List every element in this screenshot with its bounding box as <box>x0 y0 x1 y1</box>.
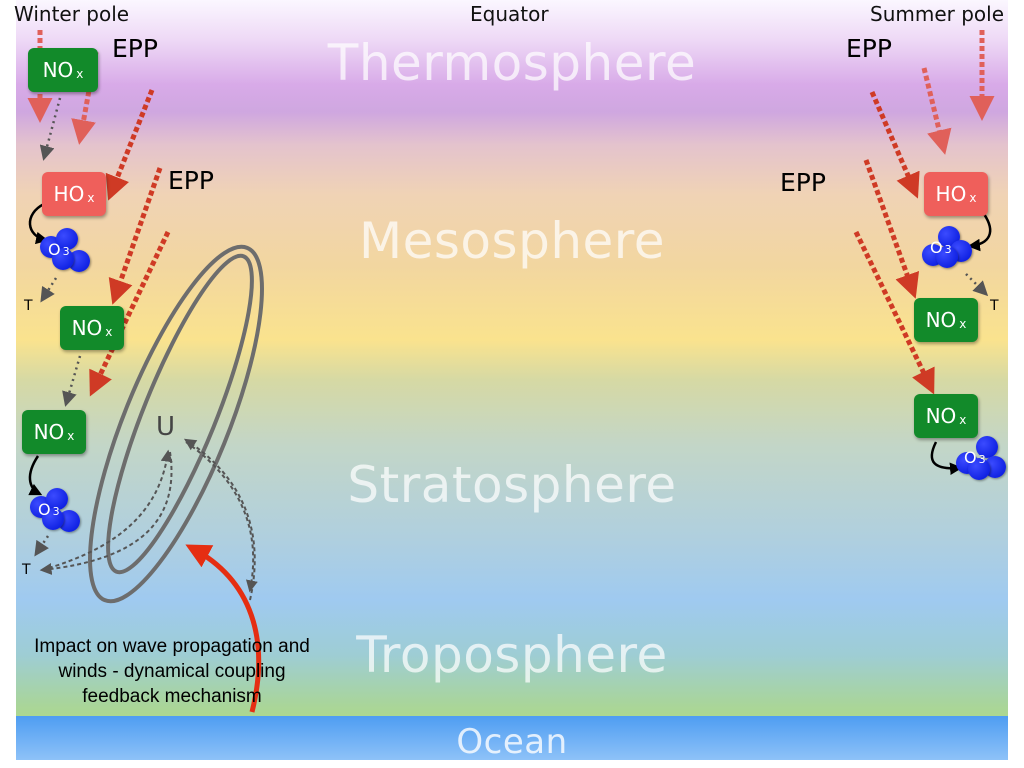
vortex-inner-ring <box>106 253 254 575</box>
epp-label-winter-lower: EPP <box>168 166 214 195</box>
summer-hox-o3-reaction <box>967 213 992 252</box>
epp-label-summer-upper: EPP <box>846 34 892 63</box>
stratosphere-label: Stratosphere <box>347 456 677 514</box>
temperature-label-winter-upper: T <box>24 298 33 314</box>
winter-hox-o3-reaction <box>28 202 49 245</box>
nox-label: NO <box>42 58 74 82</box>
summer-o3-to-t-arrow <box>965 273 989 297</box>
transport-arrows <box>34 97 989 557</box>
impact-description: Impact on wave propagation and winds - d… <box>34 636 310 707</box>
winter-epp-arrow-2 <box>105 89 155 201</box>
winter-o3-to-t-arrow-2 <box>34 535 50 557</box>
wave-to-u-arrow <box>183 438 256 601</box>
nox-label: NO <box>71 316 103 340</box>
dynamical-coupling-arrows <box>39 438 258 601</box>
winter-nox-down-arrow <box>62 355 82 407</box>
nox-label: NO <box>925 308 957 332</box>
o3-subscript: 3 <box>944 243 952 256</box>
epp-label-summer-lower: EPP <box>780 168 826 197</box>
x-subscript: x <box>67 429 75 443</box>
winter-nox-to-hox-arrow <box>39 97 62 161</box>
mesosphere-label: Mesosphere <box>358 212 665 270</box>
atmosphere-background <box>16 0 1008 716</box>
summer-epp-arrows <box>853 30 995 395</box>
x-subscript: x <box>105 325 113 339</box>
x-subscript: x <box>959 317 967 331</box>
polar-vortex <box>88 244 264 604</box>
winter-epp-arrow-3 <box>108 167 163 305</box>
u-to-wave-arrow <box>185 441 258 593</box>
o3-subscript: 3 <box>52 505 60 518</box>
reaction-arrows <box>28 202 992 496</box>
thermosphere-label: Thermosphere <box>327 34 697 92</box>
o3-label: O <box>930 238 943 257</box>
x-subscript: x <box>959 413 967 427</box>
hox-label: HO <box>53 182 85 206</box>
winter-nox-o3-reaction <box>28 455 43 496</box>
t-to-u-arrow <box>41 449 173 571</box>
summer-epp-arrow-1 <box>921 67 952 155</box>
summer-epp-arrow-2 <box>869 91 920 199</box>
u-to-t-arrow <box>39 451 173 575</box>
summer-epp-arrow-3 <box>863 159 920 299</box>
o3-label: O <box>48 240 61 259</box>
summer-nox-o3-reaction <box>930 441 963 475</box>
hox-label: HO <box>935 182 967 206</box>
summer-pole-label: Summer pole <box>870 2 1005 26</box>
o3-label: O <box>964 448 977 467</box>
nox-label: NO <box>925 404 957 428</box>
winter-o3-to-t-arrow-1 <box>40 277 58 303</box>
nox-label: NO <box>33 420 65 444</box>
summer-epp-arrow-4 <box>853 230 935 395</box>
o3-subscript: 3 <box>62 245 70 258</box>
o3-subscript: 3 <box>978 453 986 466</box>
ocean-label: Ocean <box>456 722 568 762</box>
temperature-label-summer: T <box>990 298 999 314</box>
x-subscript: x <box>87 191 95 205</box>
equator-label: Equator <box>470 2 549 26</box>
winter-epp-arrow-1 <box>71 51 99 145</box>
epp-label-winter-upper: EPP <box>112 34 158 63</box>
zonal-wind-label: U <box>156 412 176 442</box>
ocean-band <box>16 716 1008 760</box>
x-subscript: x <box>969 191 977 205</box>
troposphere-label: Troposphere <box>356 626 668 684</box>
vortex-outer-ring <box>88 244 264 604</box>
winter-epp-arrow-4 <box>89 230 171 397</box>
x-subscript: x <box>76 67 84 81</box>
temperature-label-winter-lower: T <box>22 562 31 578</box>
feedback-arrow <box>185 544 262 713</box>
winter-pole-label: Winter pole <box>14 2 130 26</box>
o3-label: O <box>38 500 51 519</box>
